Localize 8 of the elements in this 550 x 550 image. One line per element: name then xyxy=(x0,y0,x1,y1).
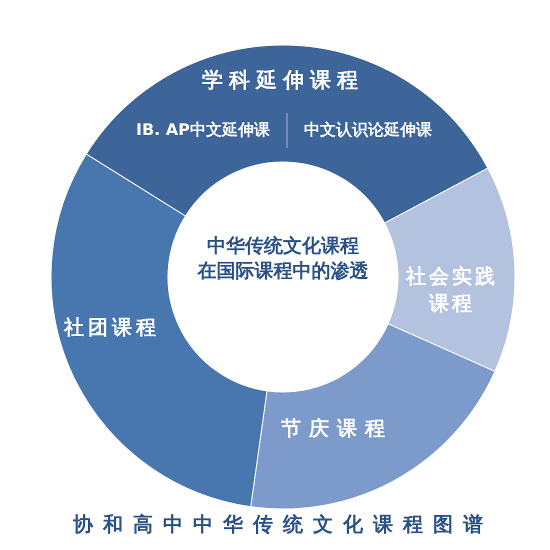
segment-label: 学科延伸课程 xyxy=(202,67,364,94)
segment-label: 社团课程 xyxy=(64,314,160,340)
segment-label: 社会实践课程 xyxy=(406,263,498,317)
segment-label: 节庆课程 xyxy=(281,414,393,442)
caption: 协和高中中华传统文化课程图谱 xyxy=(73,510,493,538)
center-title: 中华传统文化课程在国际课程中的渗透 xyxy=(198,234,368,284)
course-label: IB. AP中文延伸课 xyxy=(136,119,270,141)
course-label: 中文认识论延伸课 xyxy=(304,119,432,141)
